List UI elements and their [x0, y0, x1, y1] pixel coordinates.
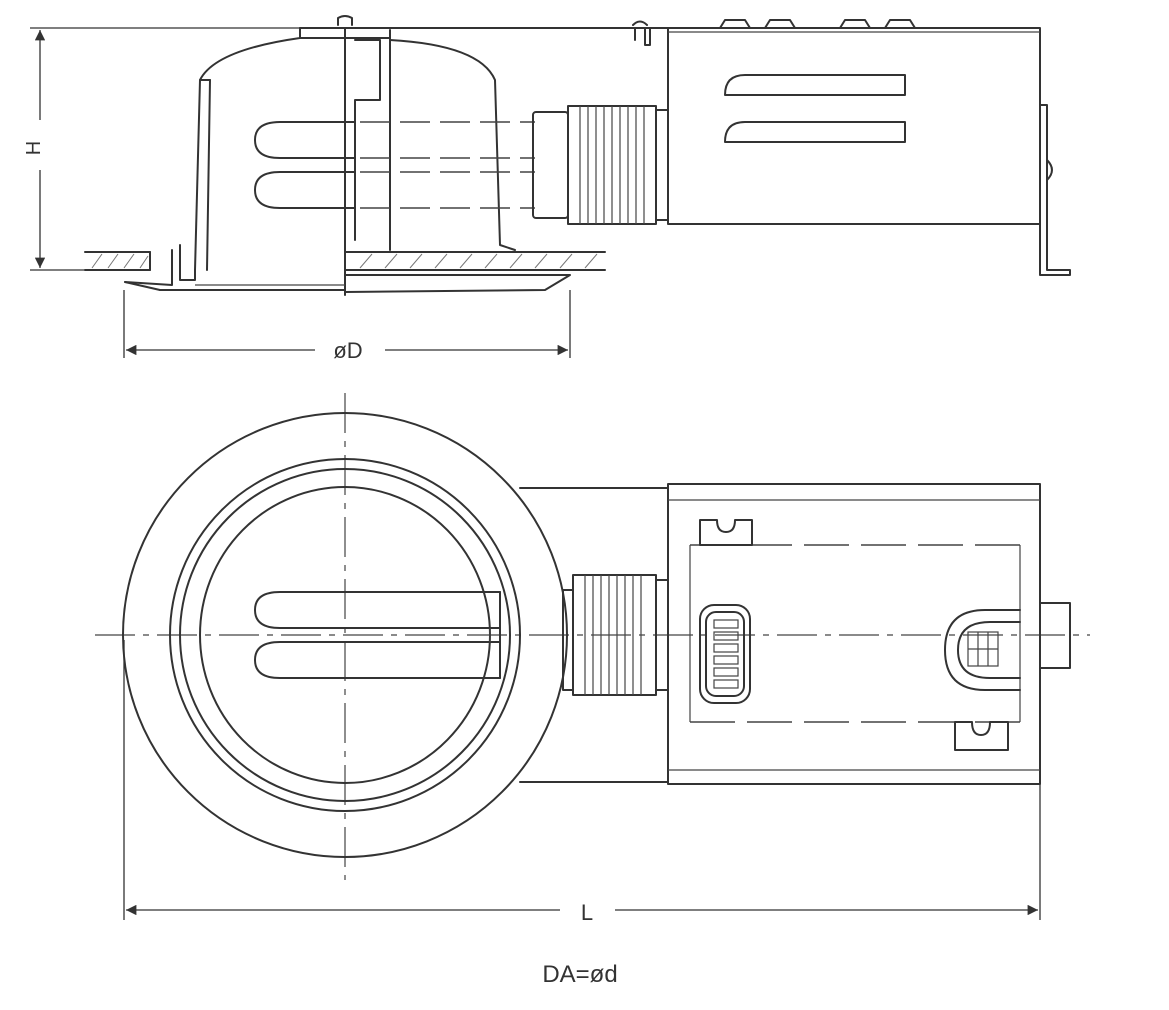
driver-box-side: [667, 19, 1071, 276]
ceiling-section: [84, 251, 606, 271]
length-dimension: L: [123, 640, 1041, 925]
top-view: L DA=ød: [95, 393, 1090, 988]
height-label: H: [23, 141, 45, 155]
side-view: H øD: [23, 15, 1071, 363]
lamp-tubes: [254, 121, 535, 209]
height-dimension: H: [23, 27, 300, 271]
driver-box-top: [667, 483, 1071, 785]
length-label: L: [581, 900, 593, 925]
diameter-dimension: øD: [123, 290, 571, 363]
terminal-pins: [713, 619, 739, 689]
cutout-note: DA=ød: [542, 961, 617, 988]
connector-neck: [519, 487, 669, 783]
lamp-tubes-top: [254, 591, 501, 679]
lamp-holder: [532, 105, 669, 225]
mounting-plate: [299, 15, 669, 46]
trim-ring: [122, 412, 568, 858]
lamp-housing: [124, 27, 571, 296]
thread-lines: [579, 106, 645, 224]
diameter-label: øD: [333, 338, 362, 363]
